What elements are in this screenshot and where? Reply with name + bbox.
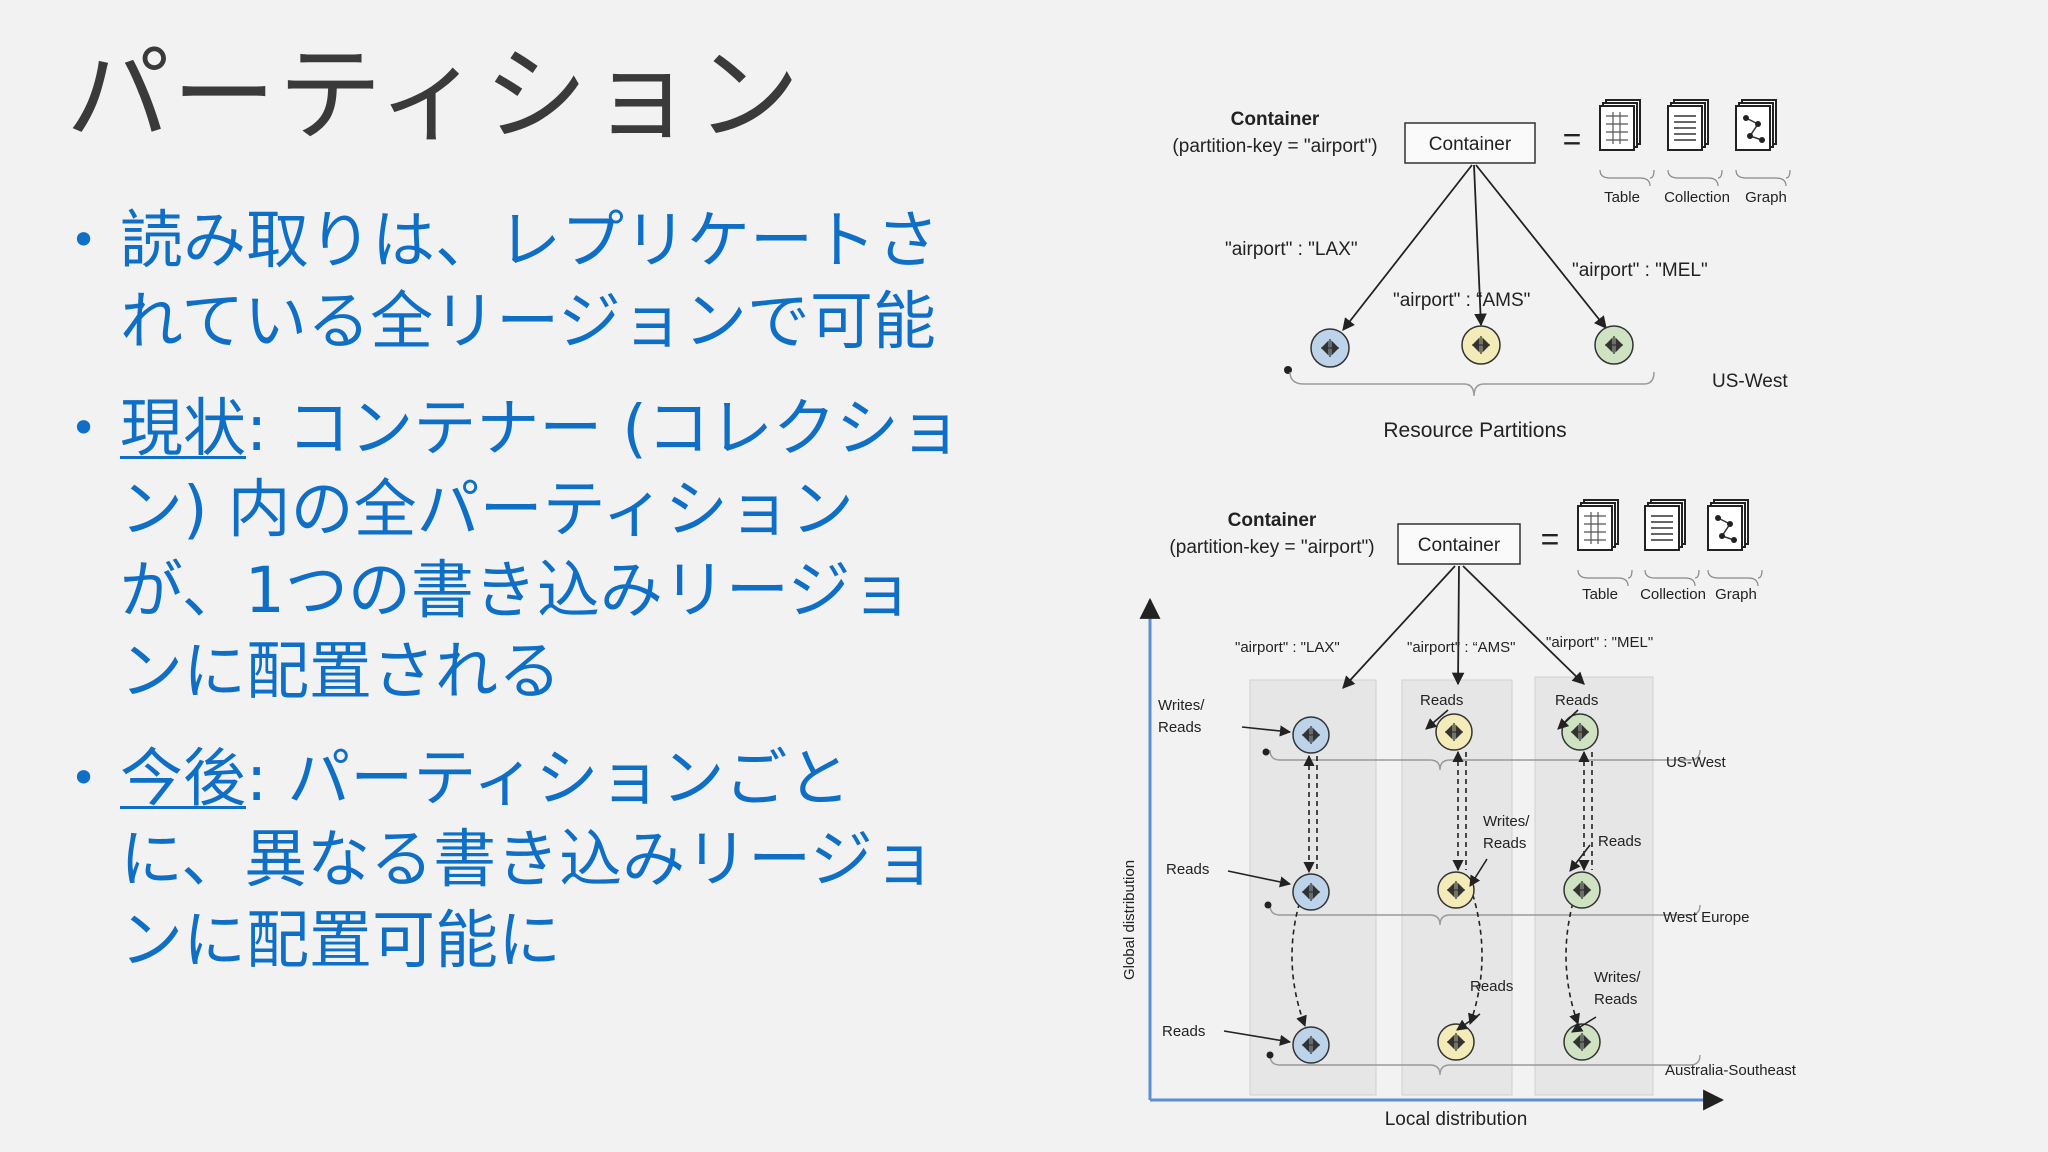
node-ams-australia <box>1437 1023 1475 1061</box>
bottom-type-graph: Graph <box>1715 586 1757 603</box>
top-partition-mel <box>1594 325 1634 365</box>
bullet-text: : コンテナー (コレクション) 内の全パーティションが、1つの書き込みリージョ… <box>120 392 962 708</box>
top-key-ams: "airport" : “AMS" <box>1393 290 1530 311</box>
node-mel-west-europe <box>1563 871 1601 909</box>
node-mel-australia <box>1563 1023 1601 1061</box>
graph-icon <box>1735 99 1777 151</box>
collection-icon <box>1667 99 1709 151</box>
top-type-table: Table <box>1604 189 1640 206</box>
x-axis-label: Local distribution <box>1385 1109 1528 1130</box>
role-label: Reads <box>1598 833 1641 850</box>
table-icon <box>1577 499 1619 551</box>
top-partition-lax <box>1310 328 1350 368</box>
node-ams-west-europe <box>1437 871 1475 909</box>
bottom-container-box <box>1397 523 1521 565</box>
top-container-box <box>1404 122 1536 164</box>
role-label: Reads <box>1166 861 1209 878</box>
bottom-container-title: Container <box>1228 510 1317 531</box>
top-container-title: Container <box>1231 109 1320 130</box>
role-label: Writes/ <box>1483 813 1530 830</box>
role-label: Reads <box>1594 991 1637 1008</box>
role-label: Reads <box>1555 692 1598 709</box>
bottom-partition-key: (partition-key = "airport") <box>1169 537 1374 558</box>
node-mel-us-west <box>1561 713 1599 751</box>
region-west-europe: West Europe <box>1663 909 1749 926</box>
top-region: US-West <box>1712 371 1788 392</box>
table-icon <box>1599 99 1641 151</box>
node-ams-us-west <box>1435 713 1473 751</box>
top-container-box-label: Container <box>1429 134 1512 155</box>
bullet-text: 読み取りは、レプリケートされている全リージョンで可能 <box>120 204 939 358</box>
bullet-item: 読み取りは、レプリケートされている全リージョンで可能 <box>70 200 970 362</box>
bottom-equals: = <box>1541 521 1560 557</box>
slide-title: パーティション <box>66 34 802 156</box>
y-axis-label: Global distribution <box>1121 860 1138 980</box>
bullet-item: 今後: パーティションごとに、異なる書き込みリージョンに配置可能に <box>70 738 970 981</box>
bottom-key-ams: "airport" : “AMS" <box>1407 639 1516 656</box>
resource-partitions-label: Resource Partitions <box>1383 419 1566 442</box>
bullet-prefix: 今後 <box>120 742 246 815</box>
bottom-type-collection: Collection <box>1640 586 1706 603</box>
svg-text:Writes/Reads: Writes/Reads <box>1158 697 1205 736</box>
top-type-collection: Collection <box>1664 189 1730 206</box>
top-key-lax: "airport" : "LAX" <box>1225 239 1358 260</box>
top-equals: = <box>1563 121 1582 157</box>
collection-icon <box>1644 499 1686 551</box>
bullet-item: 現状: コンテナー (コレクション) 内の全パーティションが、1つの書き込みリー… <box>70 388 970 712</box>
bottom-type-table: Table <box>1582 586 1618 603</box>
region-us-west: US-West <box>1666 754 1727 771</box>
role-label: Reads <box>1162 1023 1205 1040</box>
bottom-key-lax: "airport" : "LAX" <box>1235 639 1340 656</box>
region-australia-southeast: Australia-Southeast <box>1665 1062 1797 1079</box>
node-lax-west-europe <box>1292 873 1330 911</box>
bullet-text: : パーティションごとに、異なる書き込みリージョンに配置可能に <box>120 742 936 977</box>
bottom-container-box-label: Container <box>1418 535 1501 556</box>
bullet-list: 読み取りは、レプリケートされている全リージョンで可能 現状: コンテナー (コレ… <box>70 200 970 1007</box>
top-partition-ams <box>1461 325 1501 365</box>
top-key-mel: "airport" : "MEL" <box>1572 260 1708 281</box>
role-label: Reads <box>1470 978 1513 995</box>
role-label: Writes/ <box>1594 969 1641 986</box>
partition-diagram: Container (partition-key = "airport") Co… <box>1121 99 1797 1130</box>
role-label: Reads <box>1420 692 1463 709</box>
role-label: Reads <box>1483 835 1526 852</box>
role-label: Reads <box>1158 719 1201 736</box>
role-label: Writes/ <box>1158 697 1205 714</box>
bullet-prefix: 現状 <box>120 392 246 465</box>
top-type-graph: Graph <box>1745 189 1787 206</box>
node-lax-us-west <box>1292 716 1330 754</box>
bottom-key-mel: "airport" : "MEL" <box>1546 634 1653 651</box>
svg-text:Writes/Reads: Writes/Reads <box>1594 969 1641 1008</box>
graph-icon <box>1707 499 1749 551</box>
svg-text:Writes/Reads: Writes/Reads <box>1483 813 1530 852</box>
node-lax-australia <box>1292 1026 1330 1064</box>
top-partition-key: (partition-key = "airport") <box>1172 136 1377 157</box>
